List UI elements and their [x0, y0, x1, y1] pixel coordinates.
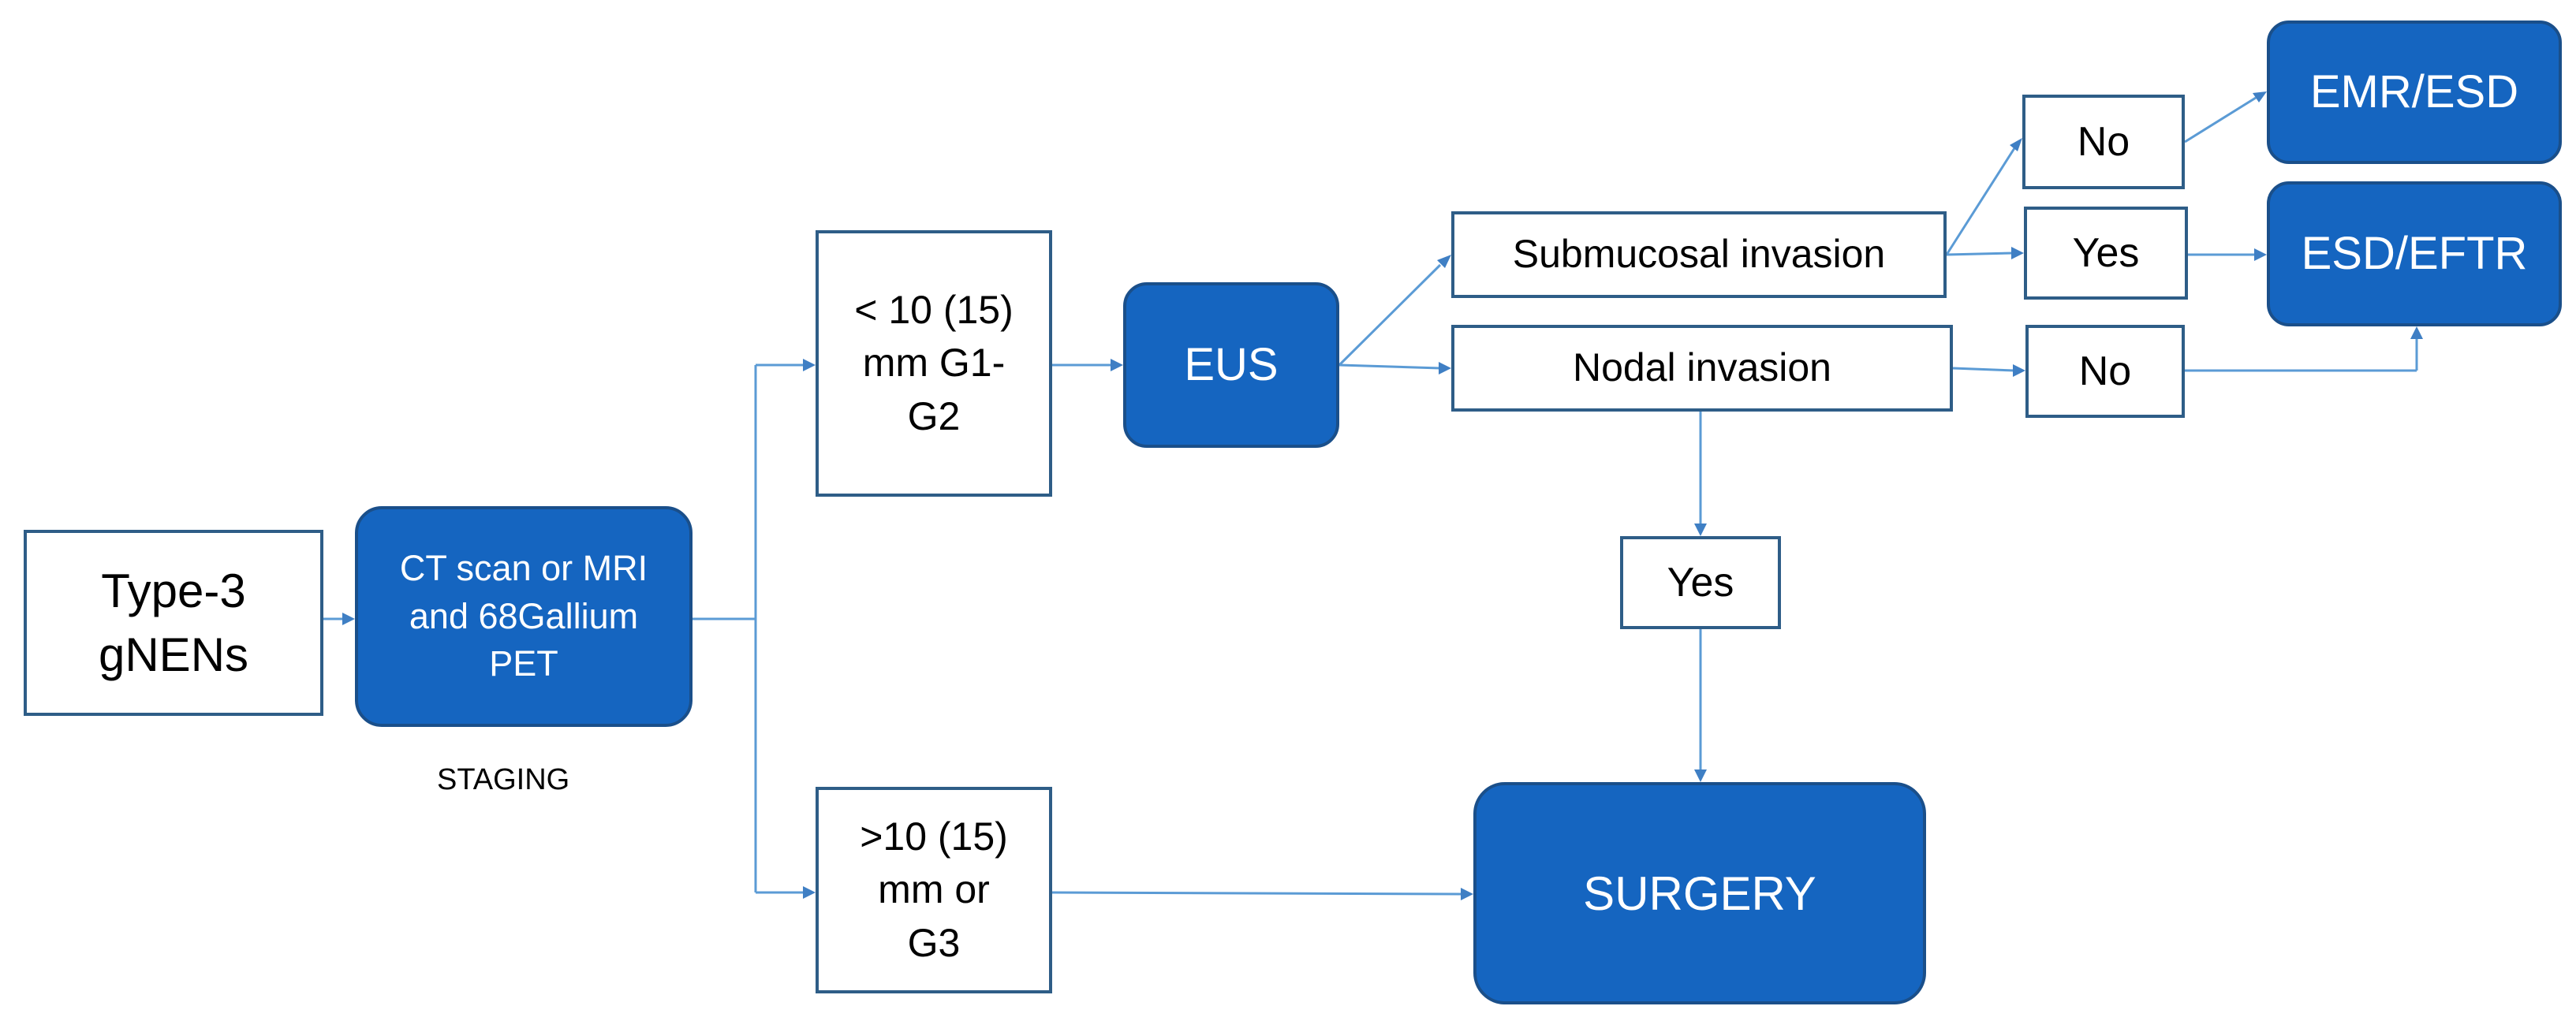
- yes-mid-box: Yes: [2024, 207, 2188, 300]
- esd-eftr-text: ESD/EFTR: [2301, 227, 2528, 279]
- arrowhead-nodal: [1439, 362, 1451, 374]
- arrowhead-ct: [342, 613, 355, 625]
- arrowhead-yes-mid: [2011, 247, 2024, 259]
- emr-esd-text: EMR/ESD: [2309, 65, 2519, 117]
- connector-large-to-surgery: [1051, 891, 1462, 896]
- small-lesion-text: < 10 (15) mm G1-G2: [854, 287, 1014, 438]
- nodal-invasion-box: Nodal invasion: [1451, 325, 1953, 412]
- connector-submucosal-to-yes: [1946, 252, 2014, 256]
- type3-gnens-text: Type-3 gNENs: [98, 565, 249, 681]
- emr-esd-box: EMR/ESD: [2267, 20, 2562, 164]
- no-nodal-box: No: [2025, 325, 2185, 418]
- arrowhead-large: [803, 886, 816, 899]
- large-lesion-box: >10 (15) mm or G3: [816, 787, 1052, 993]
- no-nodal-text: No: [2078, 348, 2132, 394]
- ct-scan-box: CT scan or MRI and 68Gallium PET: [355, 506, 693, 727]
- submucosal-invasion-box: Submucosal invasion: [1451, 211, 1947, 298]
- ct-scan-text: CT scan or MRI and 68Gallium PET: [399, 547, 648, 684]
- connector-eus-to-submucosal: [1338, 263, 1442, 367]
- arrowhead-surgery-left: [1461, 888, 1473, 900]
- arrowhead-no-top: [2010, 138, 2022, 151]
- eus-box: EUS: [1123, 282, 1339, 448]
- arrowhead-yes-nodal: [1694, 524, 1707, 536]
- yes-nodal-box: Yes: [1620, 536, 1781, 629]
- arrowhead-submucosal: [1437, 255, 1451, 268]
- arrowhead-eus: [1111, 359, 1123, 371]
- arrowhead-no-nodal: [2013, 364, 2025, 377]
- arrowhead-surgery-top: [1694, 769, 1707, 782]
- submucosal-invasion-text: Submucosal invasion: [1512, 232, 1886, 277]
- esd-eftr-box: ESD/EFTR: [2267, 181, 2562, 326]
- surgery-text: SURGERY: [1583, 866, 1816, 920]
- no-top-box: No: [2022, 95, 2185, 189]
- nodal-invasion-text: Nodal invasion: [1573, 345, 1831, 390]
- yes-mid-text: Yes: [2072, 229, 2140, 276]
- arrowhead-emr: [2253, 91, 2267, 102]
- yes-nodal-text: Yes: [1667, 559, 1734, 606]
- small-lesion-box: < 10 (15) mm G1-G2: [816, 230, 1052, 497]
- surgery-box: SURGERY: [1473, 782, 1926, 1004]
- large-lesion-text: >10 (15) mm or G3: [860, 814, 1008, 965]
- connector-nodal-to-no: [1952, 367, 2015, 372]
- eus-text: EUS: [1184, 338, 1279, 390]
- connector-no-to-emr: [2184, 96, 2257, 143]
- arrowhead-small: [803, 359, 816, 371]
- connector-submucosal-to-no: [1945, 147, 2016, 255]
- no-top-text: No: [2077, 118, 2130, 165]
- arrowhead-eftr-bottom: [2410, 326, 2423, 339]
- connector-eus-to-nodal: [1338, 363, 1441, 370]
- staging-label: STAGING: [437, 763, 570, 796]
- arrowhead-eftr: [2254, 248, 2267, 261]
- type3-gnens-box: Type-3 gNENs: [24, 530, 323, 716]
